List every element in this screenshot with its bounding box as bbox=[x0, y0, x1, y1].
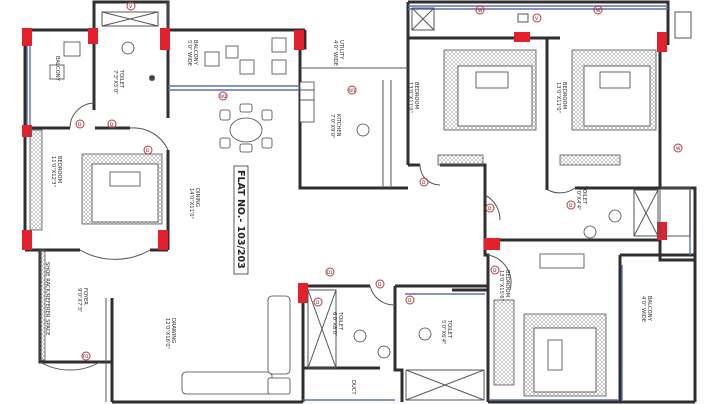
marker-d-1: D bbox=[75, 119, 85, 129]
room-size-foyer: 9'0"X7'3" bbox=[76, 288, 82, 312]
toilet-fixtures bbox=[121, 41, 622, 359]
room-name-toilet-top: TOILET bbox=[118, 69, 124, 89]
room-size-kitchen: 7'0"X9'0" bbox=[329, 114, 335, 138]
svg-text:D: D bbox=[422, 180, 426, 186]
svg-text:D: D bbox=[488, 206, 492, 212]
svg-text:D: D bbox=[378, 282, 382, 288]
kitchen-counter bbox=[299, 81, 370, 137]
flat-title-text: FLAT NO.- 103/203 bbox=[235, 170, 246, 269]
room-size-utility: 4'0" WIDE bbox=[332, 40, 338, 66]
marker-d-9: D bbox=[490, 265, 500, 275]
columns bbox=[22, 28, 667, 303]
room-name-toilet-right: TOILET bbox=[581, 185, 587, 205]
flat-title: FLAT NO.- 103/203 bbox=[233, 165, 249, 275]
marker-d-6: D bbox=[566, 200, 576, 210]
bed-left bbox=[81, 153, 163, 225]
room-name-bedroom-bottom: BEDROOM bbox=[504, 270, 510, 297]
room-size-toilet-bottom1: 6'0"X8'0" bbox=[331, 312, 337, 336]
room-labels: TOILET 7'3"X5'0" BALCONY 5'0" WIDE UTILI… bbox=[44, 40, 652, 395]
marker-w1-1: W1 bbox=[347, 85, 357, 95]
room-name-balcony-right: BALCONY bbox=[646, 296, 652, 322]
room-name-utility: UTILITY bbox=[338, 40, 344, 60]
marker-d-4: D bbox=[419, 177, 429, 187]
room-name-shoe-rack: SHOE RACK/REFERER SPACE bbox=[44, 262, 50, 336]
svg-text:D1: D1 bbox=[327, 270, 333, 275]
marker-d-2: D bbox=[107, 119, 117, 129]
marker-d-8: D bbox=[405, 295, 415, 305]
svg-text:W1: W1 bbox=[349, 88, 356, 93]
bed-right bbox=[571, 49, 657, 131]
room-name-dining: DINING bbox=[194, 188, 200, 207]
room-name-toilet-bottom2: TOILET bbox=[446, 319, 452, 339]
room-size-bedroom-right: 13'0"X11'0" bbox=[555, 82, 561, 113]
svg-text:FD: FD bbox=[83, 354, 88, 359]
svg-text:D: D bbox=[110, 122, 114, 128]
svg-text:D: D bbox=[316, 300, 320, 306]
balcony-chairs bbox=[49, 37, 287, 80]
room-name-kitchen: KITCHEN bbox=[335, 114, 341, 137]
sofa-set bbox=[181, 295, 291, 395]
svg-text:D: D bbox=[408, 298, 412, 304]
markers: W W V V W2 W1 D D D D D D D D D D D1 FD … bbox=[75, 1, 683, 361]
dining-table bbox=[219, 103, 273, 153]
svg-text:V: V bbox=[535, 16, 539, 22]
marker-d-10: D bbox=[313, 297, 323, 307]
marker-d-7: D bbox=[375, 279, 385, 289]
marker-d1-1: D1 bbox=[325, 267, 335, 277]
room-name-drawing: DRAWING bbox=[170, 318, 176, 343]
room-name-foyer: FOYER bbox=[82, 288, 88, 305]
svg-text:D: D bbox=[569, 203, 573, 209]
room-name-toilet-bottom1: TOILET bbox=[337, 311, 343, 331]
svg-text:D: D bbox=[146, 148, 150, 154]
room-name-balcony-center: BALCONY bbox=[192, 40, 198, 66]
room-size-balcony-center: 5'0" WIDE bbox=[186, 40, 192, 66]
marker-v-1: V bbox=[532, 13, 542, 23]
wardrobes bbox=[29, 129, 621, 386]
room-size-bedroom-center: 13'0"X11'0" bbox=[407, 82, 413, 113]
marker-d-3: D bbox=[143, 145, 153, 155]
marker-w-1: W bbox=[475, 5, 485, 15]
svg-text:W: W bbox=[478, 8, 483, 14]
room-size-dining: 14'0"X11'0" bbox=[188, 188, 194, 219]
room-size-drawing: 12'0"X16'0" bbox=[164, 318, 170, 349]
bed-center bbox=[443, 49, 537, 131]
marker-w-3: W bbox=[673, 143, 683, 153]
room-name-bedroom-right: BEDROOM bbox=[561, 82, 567, 109]
marker-w2-1: W2 bbox=[218, 91, 228, 101]
marker-v-2: V bbox=[126, 1, 136, 11]
room-size-bedroom-bottom: 13'0"X15'6" bbox=[498, 270, 504, 301]
marker-w-2: W bbox=[593, 5, 603, 15]
vent-boxes bbox=[517, 11, 692, 237]
svg-text:W: W bbox=[596, 8, 601, 14]
room-name-bedroom-center: BEDROOM bbox=[413, 82, 419, 109]
windows bbox=[26, 2, 691, 402]
svg-text:D: D bbox=[493, 268, 497, 274]
svg-text:V: V bbox=[129, 4, 133, 10]
room-name-duct: DUCT bbox=[350, 380, 356, 395]
room-size-toilet-bottom2: 5'0"X6'4" bbox=[440, 320, 446, 344]
svg-text:D: D bbox=[78, 122, 82, 128]
svg-text:W: W bbox=[676, 146, 681, 152]
room-size-toilet-right: 8'0"X4'4" bbox=[575, 186, 581, 210]
room-size-balcony-right: 4'0" WIDE bbox=[640, 296, 646, 322]
marker-d-5: D bbox=[485, 203, 495, 213]
room-size-bedroom-left: 11'0"X12'3" bbox=[50, 156, 56, 187]
svg-text:W2: W2 bbox=[220, 94, 227, 99]
shower-areas bbox=[101, 7, 659, 401]
bed-bottom bbox=[523, 313, 607, 397]
room-name-balcony-left: BALCONY bbox=[54, 56, 60, 82]
door-swings bbox=[39, 102, 576, 371]
room-name-bedroom-left: BEDROOM bbox=[56, 156, 62, 183]
room-size-toilet-top: 7'3"X5'0" bbox=[112, 70, 118, 94]
marker-fd: FD bbox=[81, 351, 91, 361]
